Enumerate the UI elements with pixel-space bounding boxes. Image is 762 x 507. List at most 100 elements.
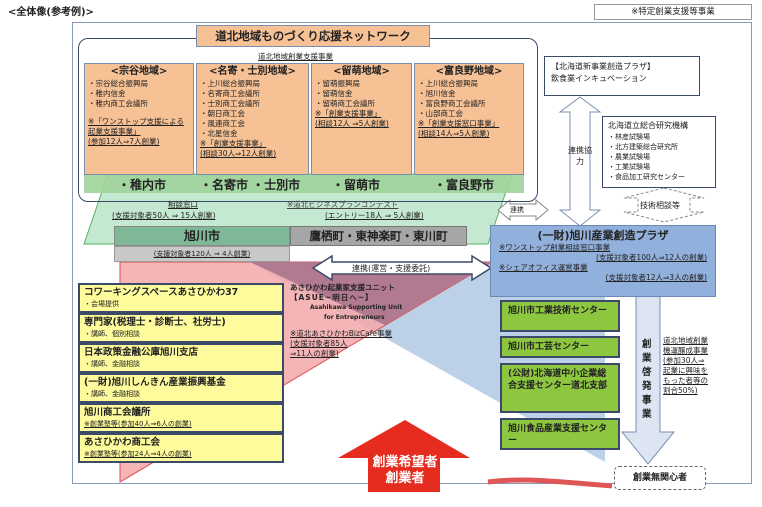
asue-title: 【ASUE~明日へ~】	[290, 293, 374, 302]
plaza-result1: (支援対象者100人⇒12人の創業)	[596, 253, 707, 262]
region-item: ・留萌振興局	[315, 79, 360, 88]
momentum-line: 道北地域創業	[663, 336, 708, 345]
page-title: <全体像(参考例)>	[8, 7, 94, 18]
consult-detail: (支援対象者50人 ⇒ 15人創業)	[112, 211, 216, 220]
research-item: ・北方建築総合研究所	[608, 143, 678, 151]
momentum-block: 道北地域創業 機運醸成事業 (参加30人⇒ 起業に興味を もった者等の 割合50…	[663, 336, 708, 396]
tech-arrow	[623, 187, 705, 223]
region-item: ・山部商工会	[418, 109, 463, 118]
research-org-box: 北海道立総合研究機構 ・林産試験場 ・北方建築総合研究所 ・農業試験場 ・工業試…	[602, 116, 716, 188]
partner-name: (一財)旭川しんきん産業振興基金	[84, 377, 226, 388]
region-furano: <富良野地域> ・上川総合振興局 ・旭川信金 ・富良野商工会議所 ・山部商工会 …	[414, 63, 524, 175]
region-item: ・上川総合振興局	[200, 79, 260, 88]
partner-name: あさひかわ商工会	[84, 437, 161, 448]
consult-label: 相談窓口	[168, 200, 198, 209]
research-title: 北海道立総合研究機構	[608, 121, 688, 130]
region-result: (相談30人⇒12人創業)	[200, 149, 277, 158]
city-band	[84, 175, 524, 193]
note-label: ※特定創業支援等事業	[594, 4, 752, 20]
region-item: ・名寄商工会議所	[200, 89, 260, 98]
region-nayoro-shibetsu: <名寄・士別地域> ・上川総合振興局 ・名寄商工会議所 ・士別商工会議所 ・朝日…	[196, 63, 309, 175]
target-label: 創業希望者 創業者	[350, 455, 460, 487]
region-item: ・富良野商工会議所	[418, 99, 486, 108]
region-item: ・上川総合振興局	[418, 79, 478, 88]
region-item: ・留萌商工会議所	[315, 99, 375, 108]
partner-desc: ・講師、個別相談	[84, 330, 140, 338]
asue-en1: Asahikawa Supporting Unit	[310, 304, 403, 311]
contest-label: ※道北ビジネスプランコンテスト	[287, 200, 399, 209]
region-note: ※「創業支援事業」	[315, 109, 382, 118]
target-line2: 創業者	[385, 471, 425, 486]
research-item: ・食品加工研究センター	[608, 173, 685, 181]
partner-experts: 専門家(税理士・診断士、社労士) ・講師、個別相談	[78, 313, 284, 343]
plaza-note2: ※シェアオフィス運営事業	[499, 263, 588, 272]
plaza-result2: (支援対象者12人⇒3人の創業)	[605, 273, 707, 282]
region-rumoi: <留萌地域> ・留萌振興局 ・留萌信金 ・留萌商工会議所 ※「創業支援事業」 (…	[311, 63, 412, 175]
overlap-region	[250, 262, 492, 325]
red-return-arrow	[487, 477, 613, 489]
partner-name: 専門家(税理士・診断士、社労士)	[84, 317, 226, 328]
region-item: ・稚内信金	[88, 89, 126, 98]
momentum-line: 割合50%)	[663, 386, 698, 395]
momentum-line: 機運醸成事業	[663, 346, 708, 355]
towns-box: 鷹栖町・東神楽町・東川町	[290, 226, 467, 246]
asue-name: あさひかわ起業家支援ユニット	[290, 283, 395, 292]
region-result: (相談14人⇒5人創業)	[418, 129, 490, 138]
region-result: (相談12人 ⇒5人創業)	[315, 119, 389, 128]
plaza-note1: ※ワンストップ創業相談窓口事業	[499, 243, 611, 252]
new-biz-plaza-box: 【北海道新事業創造プラザ】 飲食業インキュベーション	[544, 56, 700, 96]
city-wakkanai: ・稚内市	[118, 178, 167, 192]
partner-jfc: 日本政策金融公庫旭川支店・講師、金融相談	[78, 343, 284, 373]
plaza-box: (一財)旭川産業創造プラザ ※ワンストップ創業相談窓口事業 (支援対象者100人…	[490, 225, 716, 297]
partner-desc: ※創業塾等(参加40人⇒6人の創業)	[84, 420, 192, 428]
partner-desc: ・講師、金融相談	[84, 360, 140, 368]
momentum-line: 起業に興味を	[663, 366, 708, 375]
awareness-label: 創業啓発事業	[642, 339, 652, 420]
center-industrial-tech: 旭川市工業技術センター	[500, 300, 620, 332]
region-heading: <名寄・士別地域>	[209, 66, 296, 77]
partner-shinkin-fund: (一財)旭川しんきん産業振興基金・講師、金融相談	[78, 373, 284, 403]
region-item: ・士別商工会議所	[200, 99, 260, 108]
research-item: ・工業試験場	[608, 163, 650, 171]
region-heading: <留萌地域>	[333, 66, 390, 77]
region-note: ※「創業支援窓口事業」	[418, 119, 500, 128]
indifferent-box: 創業無関心者	[614, 466, 706, 490]
city-nayoro-shibetsu: ・名寄市 ・士別市	[200, 178, 301, 192]
region-soya: <宗谷地域> ・宗谷総合振興局 ・稚内信金 ・稚内商工会議所 ※「ワンストップ支…	[84, 63, 194, 175]
asue-result2: ⇒11人の創業)	[290, 349, 339, 358]
target-arrow	[338, 420, 470, 492]
partner-chamber: 旭川商工会議所※創業塾等(参加40人⇒6人の創業)	[78, 403, 284, 433]
link-main-label: 連携(運営・支援委託)	[352, 264, 431, 273]
momentum-line: (参加30人⇒	[663, 356, 705, 365]
network-subtitle: 道北地域創業支援事業	[258, 52, 333, 61]
partner-desc: ・会場提供	[84, 300, 119, 308]
asue-result1: (支援対象者85人	[290, 339, 348, 348]
city-rumoi: ・留萌市	[332, 178, 381, 192]
region-heading: <宗谷地域>	[110, 66, 168, 77]
research-item: ・農業試験場	[608, 153, 650, 161]
new-biz-title: 【北海道新事業創造プラザ】	[551, 62, 655, 71]
plaza-title: (一財)旭川産業創造プラザ	[537, 229, 669, 242]
tech-label: 技術相談等	[640, 201, 680, 210]
region-note: ※「創業支援事業」	[200, 139, 267, 148]
center-crafts: 旭川市工芸センター	[500, 336, 620, 358]
center-sme-support: (公財)北海道中小企業総合支援センター道北支部	[500, 363, 620, 413]
asahikawa-detail: (支援対象者120人 ⇒ 4人創業)	[114, 246, 290, 262]
region-item: ・宗谷総合振興局	[88, 79, 148, 88]
asue-block: あさひかわ起業家支援ユニット 【ASUE~明日へ~】 Asahikawa Sup…	[290, 283, 402, 359]
city-furano: ・富良野市	[434, 178, 495, 192]
momentum-line: もった者等の	[663, 376, 708, 385]
target-line1: 創業希望者	[372, 455, 438, 470]
asue-en2: for Entrepreneurs	[324, 314, 385, 321]
link-coop-label: 連携協力	[568, 146, 592, 166]
region-item: ・北星信金	[200, 129, 238, 138]
link-small-arrow	[497, 198, 549, 222]
partner-commerce: あさひかわ商工会※創業塾等(参加24人⇒4人の創業)	[78, 433, 284, 463]
region-item: ・留萌信金	[315, 89, 353, 98]
region-result: (参加12人⇒7人創業)	[88, 137, 160, 146]
partner-name: コワーキングスペースあさひかわ37	[84, 287, 239, 298]
region-item: ・風連商工会	[200, 119, 245, 128]
contest-detail: (エントリー18人 ⇒ 5人創業)	[325, 211, 424, 220]
region-item: ・朝日商工会	[200, 109, 245, 118]
